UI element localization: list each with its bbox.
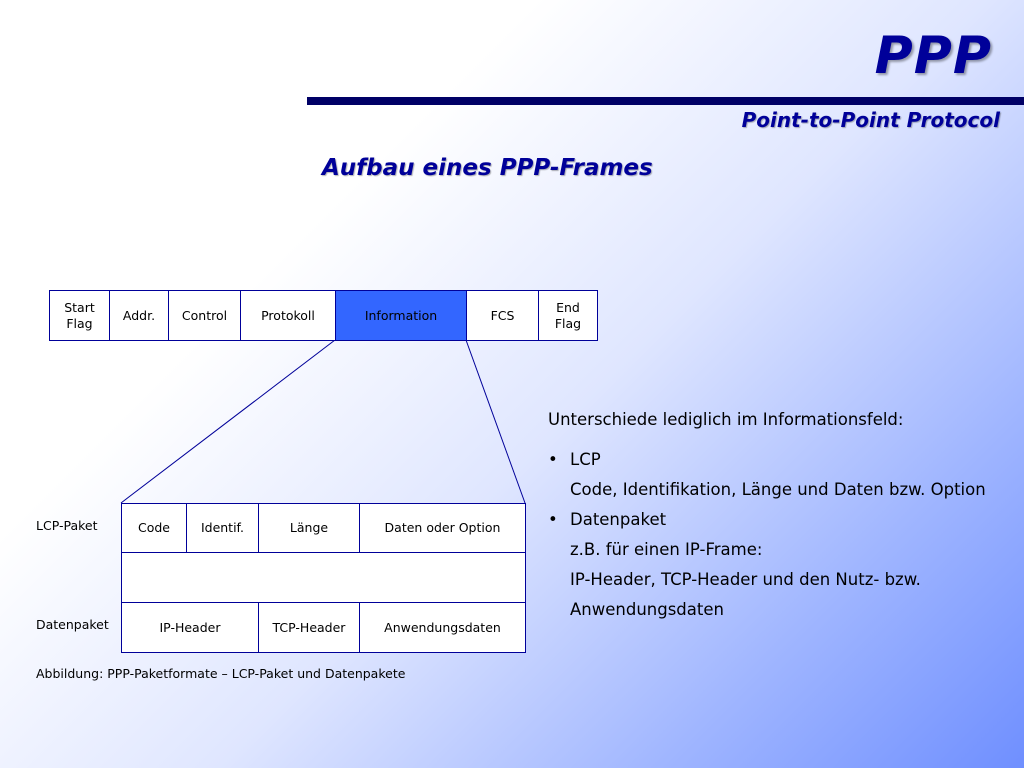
notes-list: • LCP Code, Identifikation, Länge und Da… — [548, 445, 1020, 625]
title-rule — [307, 97, 1024, 105]
notes-item-title: LCP — [570, 450, 601, 469]
slide-subtitle: Point-to-Point Protocol — [741, 108, 1000, 132]
lcp-field-data-or-option: Daten oder Option — [359, 503, 526, 553]
notes-item-lcp: • LCP Code, Identifikation, Länge und Da… — [548, 445, 1020, 505]
lcp-field-identifier: Identif. — [186, 503, 259, 553]
connector-right-line — [465, 339, 526, 504]
slide-title: PPP — [874, 26, 992, 86]
figure-caption: Abbildung: PPP-Paketformate – LCP-Paket … — [36, 666, 406, 681]
lcp-field-code: Code — [121, 503, 187, 553]
section-heading: Aufbau eines PPP-Frames — [322, 155, 653, 181]
notes-item-line: IP-Header, TCP-Header und den Nutz- bzw. — [570, 570, 921, 589]
data-field-ip-header: IP-Header — [121, 602, 259, 653]
lcp-field-length: Länge — [258, 503, 360, 553]
notes-item-line: z.B. für einen IP-Frame: — [570, 540, 763, 559]
notes-intro: Unterschiede lediglich im Informationsfe… — [548, 410, 904, 429]
frame-field-address: Addr. — [109, 290, 169, 341]
frame-field-start-flag: Start Flag — [49, 290, 110, 341]
notes-item-line: Code, Identifikation, Länge und Daten bz… — [570, 480, 986, 499]
notes-item-title: Datenpaket — [570, 510, 667, 529]
notes-item-data-packet: • Datenpaket z.B. für einen IP-Frame: IP… — [548, 505, 1020, 625]
connector-left-line — [120, 339, 336, 504]
frame-field-protocol: Protokoll — [240, 290, 336, 341]
frame-field-control: Control — [168, 290, 241, 341]
data-field-tcp-header: TCP-Header — [258, 602, 360, 653]
bullet-icon: • — [548, 510, 558, 529]
frame-field-information: Information — [335, 290, 467, 341]
frame-field-end-flag: End Flag — [538, 290, 598, 341]
notes-item-line: Anwendungsdaten — [570, 600, 724, 619]
bullet-icon: • — [548, 450, 558, 469]
frame-field-fcs: FCS — [466, 290, 539, 341]
notes-block: Unterschiede lediglich im Informationsfe… — [548, 405, 1020, 625]
data-packet-label: Datenpaket — [36, 617, 109, 632]
data-field-application-data: Anwendungsdaten — [359, 602, 526, 653]
expansion-spacer-row — [121, 552, 526, 603]
lcp-packet-label: LCP-Paket — [36, 518, 98, 533]
